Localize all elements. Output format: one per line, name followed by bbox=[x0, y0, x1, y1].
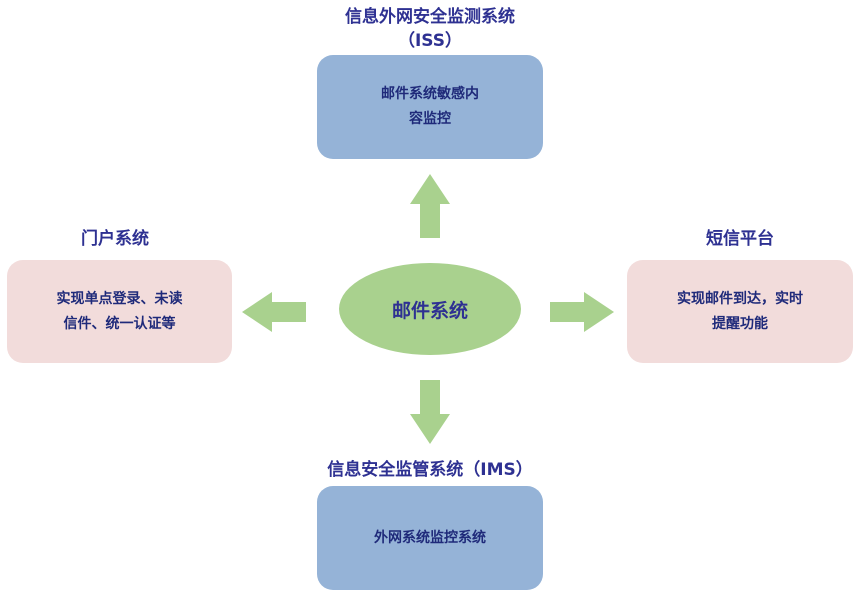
center-ellipse: 邮件系统 bbox=[339, 263, 521, 355]
right-box: 实现邮件到达，实时 提醒功能 bbox=[627, 260, 853, 363]
top-title-line1: 信息外网安全监测系统 bbox=[345, 7, 515, 27]
top-title-line2: （ISS） bbox=[397, 31, 463, 51]
right-box-line1: 实现邮件到达，实时 bbox=[677, 290, 803, 307]
center-label: 邮件系统 bbox=[391, 299, 468, 322]
arrow-left-icon bbox=[242, 292, 306, 332]
top-title: 信息外网安全监测系统 （ISS） bbox=[300, 5, 560, 53]
bottom-box-line1: 外网系统监控系统 bbox=[374, 529, 486, 546]
arrow-down-icon bbox=[410, 380, 450, 444]
bottom-box: 外网系统监控系统 bbox=[317, 486, 543, 590]
arrow-up-icon bbox=[410, 174, 450, 238]
left-box: 实现单点登录、未读 信件、统一认证等 bbox=[7, 260, 232, 363]
bottom-title: 信息安全监管系统（IMS） bbox=[327, 460, 533, 480]
left-box-line2: 信件、统一认证等 bbox=[63, 315, 176, 332]
top-box-line1: 邮件系统敏感内 bbox=[381, 86, 479, 102]
top-box: 邮件系统敏感内 容监控 bbox=[317, 55, 543, 159]
left-box-line1: 实现单点登录、未读 bbox=[56, 290, 183, 307]
arrow-right-icon bbox=[550, 292, 614, 332]
left-title: 门户系统 bbox=[81, 229, 149, 249]
right-title: 短信平台 bbox=[706, 229, 774, 249]
top-box-line2: 容监控 bbox=[409, 111, 451, 127]
right-box-line2: 提醒功能 bbox=[712, 315, 768, 332]
